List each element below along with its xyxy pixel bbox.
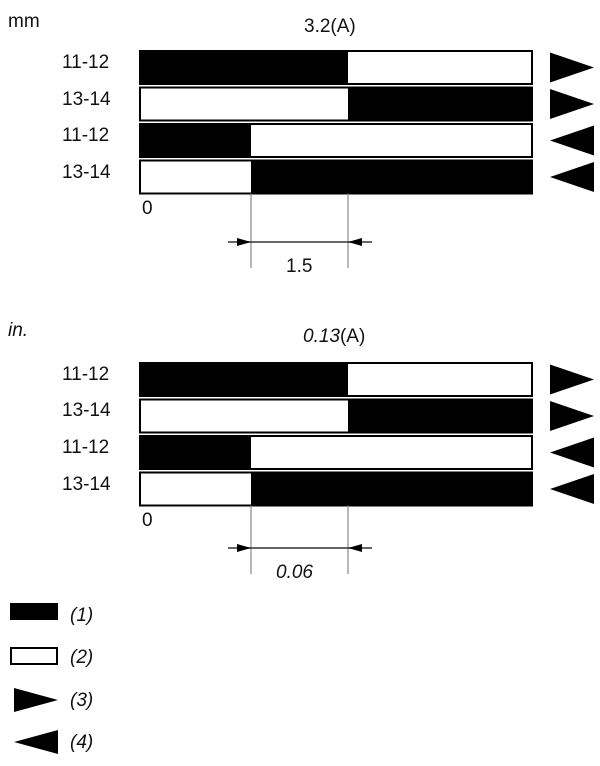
legend-label-2: (2) (70, 647, 94, 668)
direction-arrow-right-icon (550, 401, 594, 431)
contact-bar-closed (348, 87, 532, 121)
direction-arrow-left-icon (550, 437, 594, 468)
direction-arrow-left-icon (550, 162, 594, 192)
contact-bar-closed (140, 51, 348, 84)
legend-label-1: (1) (70, 605, 94, 626)
contact-bar-closed (251, 160, 532, 194)
unit-label-in: in. (8, 320, 29, 341)
dimension-arrowhead (348, 238, 362, 246)
direction-arrow-left-icon (550, 474, 594, 504)
row-label: 13-14 (62, 89, 111, 110)
dimension-label: 0.06 (276, 562, 313, 583)
legend-label-4: (4) (70, 732, 94, 753)
contact-bar-closed (140, 436, 251, 469)
row-label: 13-14 (62, 162, 111, 183)
row-label: 11-12 (62, 52, 110, 73)
row-label: 11-12 (62, 364, 110, 385)
direction-arrow-right-icon (550, 364, 594, 395)
zero-label: 0 (142, 510, 153, 531)
title-value: 3.2 (304, 16, 331, 37)
direction-arrow-right-icon (550, 52, 594, 83)
dimension-arrowhead (237, 238, 251, 246)
title-suffix: (A) (330, 16, 356, 37)
row-label: 11-12 (62, 437, 110, 458)
contact-bar-closed (251, 472, 532, 506)
legend-arrow-left-icon (14, 730, 58, 754)
section-title-in: 0.13(A) (303, 326, 365, 348)
title-suffix: (A) (339, 326, 366, 347)
section-in-graphics (139, 362, 594, 574)
contact-bar-closed (348, 399, 532, 433)
legend-empty-bar-icon (10, 647, 58, 665)
title-value: 0.13 (303, 326, 340, 347)
zero-label: 0 (142, 198, 153, 219)
contact-bar-closed (140, 363, 348, 396)
legend-arrow-right-icon (14, 688, 58, 712)
legend-label-3: (3) (70, 690, 94, 711)
legend-filled-bar-icon (10, 603, 58, 620)
unit-label-mm: mm (8, 11, 40, 32)
dimension-label: 1.5 (286, 256, 313, 277)
legend-graphics (10, 603, 58, 754)
row-label: 13-14 (62, 400, 111, 421)
contact-bar-closed (140, 124, 251, 157)
dimension-arrowhead (348, 544, 362, 552)
dimension-arrowhead (237, 544, 251, 552)
direction-arrow-right-icon (550, 89, 594, 119)
section-mm-graphics (139, 50, 594, 268)
section-title-mm: 3.2(A) (304, 16, 356, 38)
row-label: 13-14 (62, 474, 111, 495)
direction-arrow-left-icon (550, 125, 594, 156)
row-label: 11-12 (62, 125, 110, 146)
